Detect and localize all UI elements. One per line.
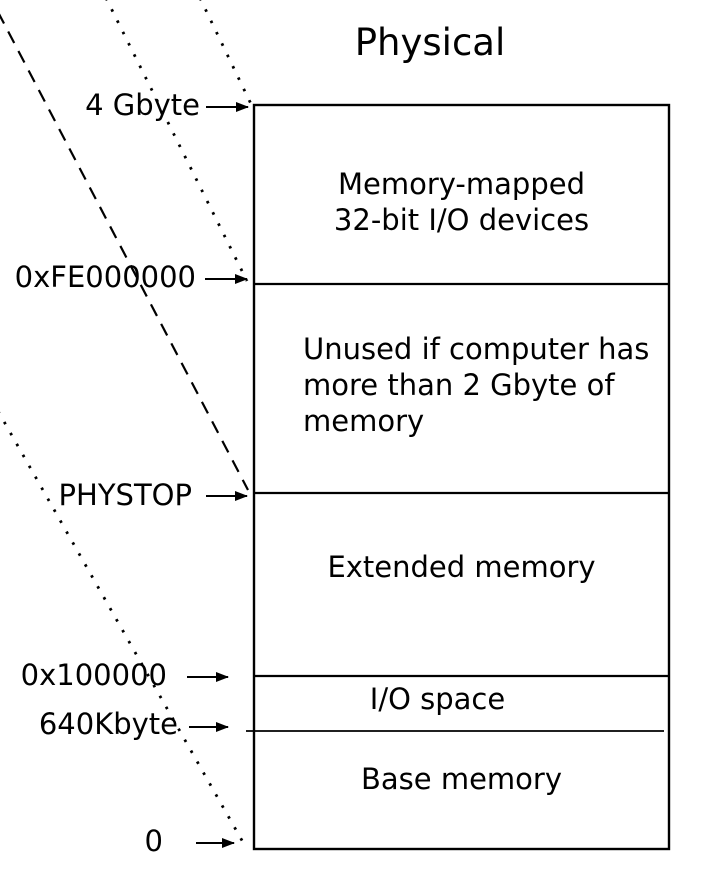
memory-box-outline bbox=[252, 103, 671, 851]
mapping-line-dotted-to-0xfe000000 bbox=[105, 0, 249, 282]
region-label-unused: Unused if computer has more than 2 Gbyte… bbox=[303, 332, 650, 438]
region-label-extended-memory: Extended memory bbox=[327, 550, 596, 584]
region-label-memory-mapped-io: Memory-mapped 32-bit I/O devices bbox=[333, 167, 590, 237]
address-label-zero: 0 bbox=[144, 824, 163, 858]
address-label-640kbyte: 640Kbyte bbox=[38, 707, 178, 741]
region-label-base-memory: Base memory bbox=[360, 762, 562, 796]
address-label-4gbyte: 4 Gbyte bbox=[85, 88, 200, 122]
address-label-0x100000: 0x100000 bbox=[20, 658, 167, 692]
mapping-line-dashed-to-phystop bbox=[0, 13, 249, 491]
mapping-line-dotted-to-4gbyte bbox=[199, 0, 253, 105]
diagram-title: Physical bbox=[354, 21, 506, 64]
mapping-line-dotted-to-zero bbox=[0, 411, 246, 845]
address-label-0xfe000000: 0xFE000000 bbox=[14, 260, 196, 294]
address-label-phystop: PHYSTOP bbox=[58, 478, 192, 512]
region-label-io-space: I/O space bbox=[369, 682, 506, 716]
